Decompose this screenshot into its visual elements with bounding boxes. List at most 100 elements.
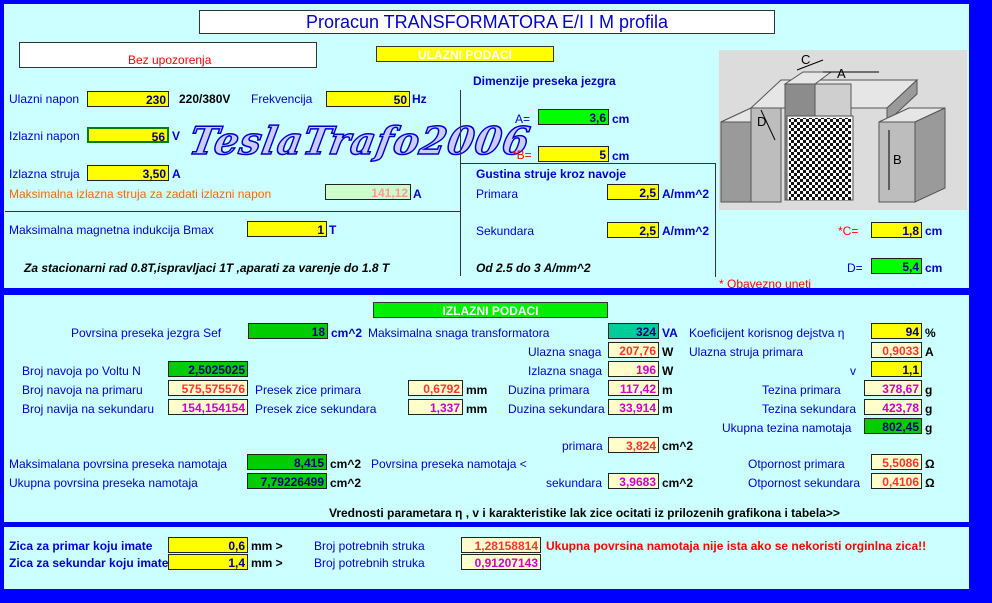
warning-box: [19, 42, 317, 68]
zica-sekundar-field[interactable]: 1,4: [168, 554, 248, 570]
vrednosti-note[interactable]: Vrednosti parametara η , v i karakterist…: [329, 506, 840, 520]
zica-sekundar-label: Zica za sekundar koju imate: [9, 556, 169, 570]
izlazna-struja-field[interactable]: 3,50: [87, 165, 169, 181]
t-unit: T: [329, 223, 337, 237]
c-dim-label: *C=: [838, 224, 859, 238]
v-param-field[interactable]: 1,1: [871, 361, 922, 377]
v-unit: V: [172, 129, 181, 143]
ut-field: 802,45: [864, 418, 922, 434]
a-dim-unit: cm: [612, 112, 630, 126]
ulazna-snaga-unit: W: [662, 345, 674, 359]
page-title: Proracun TRANSFORMATORA E/I I M profila: [199, 10, 775, 34]
otp-field: 5,5086: [871, 454, 922, 470]
zica-primar-field[interactable]: 0,6: [168, 537, 248, 553]
d-dim-unit: cm: [925, 261, 943, 275]
divider-vertical: [460, 90, 461, 276]
d-dim-field: 5,4: [871, 258, 922, 274]
b-dim-field[interactable]: 5: [538, 146, 609, 162]
pzs-label: Presek zice sekundara: [255, 402, 377, 416]
frekvencija-label: Frekvencija: [251, 92, 313, 106]
uk-pov-field: 7,79226499: [247, 473, 327, 489]
tp-unit: g: [925, 383, 933, 397]
dimenzije-header: Dimenzije preseka jezgra: [473, 74, 616, 88]
d-dim-label: D=: [847, 261, 863, 275]
obavezno-note: * Obavezno uneti: [719, 277, 812, 291]
a-unit: A: [172, 167, 181, 181]
v-param-label: v: [850, 364, 856, 378]
tp-field: 378,67: [864, 380, 922, 396]
prim2-field: 3,824: [608, 437, 659, 453]
middle-panel: [4, 295, 969, 522]
struka-p-label: Broj potrebnih struka: [314, 539, 425, 553]
ds-field: 33,914: [608, 399, 659, 415]
ots-unit: Ω: [925, 476, 935, 490]
snaga-label: Maksimalna snaga transformatora: [368, 326, 550, 340]
gustina-primara-label: Primara: [476, 187, 519, 201]
struka-p-field: 1,28158814: [461, 537, 541, 553]
izlazni-header: IZLAZNI PODACI: [373, 302, 608, 318]
zica-primar-label: Zica za primar koju imate: [9, 539, 153, 553]
np-label: Broj navoja na primaru: [22, 383, 143, 397]
pzs-unit: mm: [466, 402, 488, 416]
izlazna-snaga-field: 196: [608, 361, 659, 377]
ts-field: 423,78: [864, 399, 922, 415]
pov-lt-label: Povrsina preseka namotaja <: [371, 457, 527, 471]
dp-label: Duzina primara: [508, 383, 590, 397]
pzp-field: 0,6792: [408, 380, 463, 396]
a-dim-label: A=: [515, 112, 531, 126]
izlazni-napon-field[interactable]: 56: [87, 127, 169, 143]
gustina-sekundara-field[interactable]: 2,5: [607, 222, 659, 238]
ds-label: Duzina sekundara: [508, 402, 605, 416]
sek2-label: sekundara: [546, 476, 603, 490]
izlazna-snaga-label: Izlazna snaga: [528, 364, 603, 378]
a-dim-field: 3,6: [538, 109, 609, 125]
gustina-primara-field[interactable]: 2,5: [607, 184, 659, 200]
diagram-label-b: B: [893, 152, 902, 167]
c-dim-field[interactable]: 1,8: [871, 222, 922, 238]
pct-unit: %: [925, 326, 936, 340]
ulazna-struja-field: 0,9033: [871, 342, 922, 358]
diagram-label-a: A: [837, 66, 846, 81]
otp-label: Otpornost primara: [748, 457, 845, 471]
uk-pov-unit: cm^2: [330, 476, 362, 490]
struka-s-field: 0,91207143: [461, 554, 541, 570]
bmax-note: Za stacionarni rad 0.8T,ispravljaci 1T ,…: [24, 261, 390, 275]
sek2-field: 3,9683: [608, 473, 659, 489]
c-dim-unit: cm: [925, 224, 943, 238]
max-struja-unit: A: [413, 187, 422, 201]
ut-unit: g: [925, 421, 933, 435]
sef-field: 18: [248, 323, 328, 339]
eta-field[interactable]: 94: [871, 323, 922, 339]
izlazna-snaga-unit: W: [662, 364, 674, 378]
sef-label: Povrsina preseka jezgra Sef: [71, 326, 222, 340]
max-struja-field: 141,12: [325, 184, 411, 200]
ulazna-struja-unit: A: [925, 345, 934, 359]
ulazni-napon-label: Ulazni napon: [9, 92, 80, 106]
gustina-primara-unit: A/mm^2: [662, 187, 710, 201]
prim2-label: primara: [562, 439, 603, 453]
n-label: Broj navoja po Voltu N: [22, 364, 141, 378]
ulazni-napon-field[interactable]: 230: [87, 91, 169, 107]
max-pov-label: Maksimalana povrsina preseka namotaja: [9, 457, 228, 471]
warning-text: Bez upozorenja: [128, 53, 212, 67]
core-diagram-svg: [720, 59, 946, 203]
bmax-field[interactable]: 1: [247, 221, 327, 237]
ts-label: Tezina sekundara: [762, 402, 857, 416]
zica-primar-unit: mm >: [251, 539, 283, 553]
divider-left: [5, 211, 460, 212]
core-diagram: C A D B: [719, 50, 967, 210]
pzp-unit: mm: [466, 383, 488, 397]
ns-label: Broj navija na sekundaru: [22, 402, 155, 416]
max-pov-unit: cm^2: [330, 457, 362, 471]
frekvencija-field[interactable]: 50: [326, 91, 410, 107]
np-field: 575,575576: [168, 380, 248, 396]
prim2-unit: cm^2: [662, 439, 694, 453]
ns-field: 154,154154: [168, 399, 248, 415]
gustina-sekundara-unit: A/mm^2: [662, 224, 710, 238]
sef-unit: cm^2: [331, 326, 363, 340]
izlazni-napon-label: Izlazni napon: [9, 129, 80, 143]
va-unit: VA: [662, 326, 678, 340]
ulazna-struja-label: Ulazna struja primara: [689, 345, 804, 359]
gustina-header: Gustina struje kroz navoje: [476, 167, 627, 181]
gustina-note: Od 2.5 do 3 A/mm^2: [476, 261, 591, 275]
